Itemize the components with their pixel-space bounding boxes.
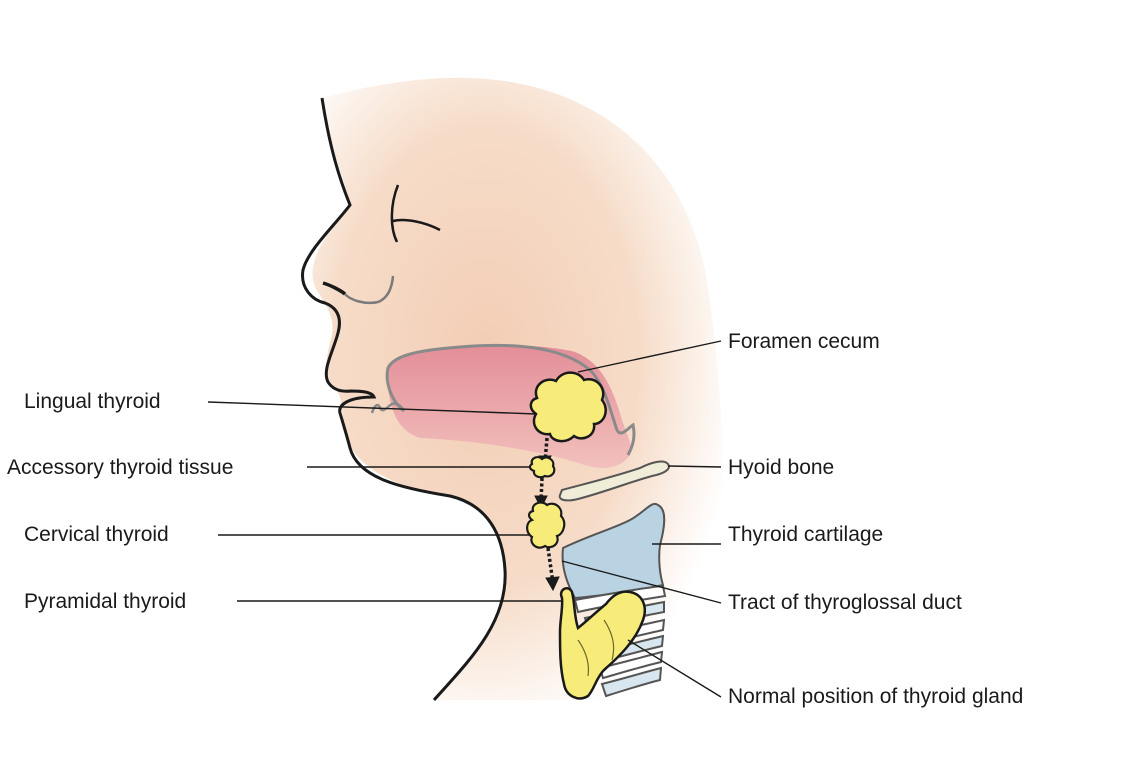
leader-normal-thyroid xyxy=(627,639,722,698)
thyroid-gland xyxy=(558,587,647,700)
closed-eye xyxy=(390,184,441,243)
label-normal-position-of-thyroid-gland: Normal position of thyroid gland xyxy=(728,685,1024,708)
label-tract-of-thyroglossal-duct: Tract of thyroglossal duct xyxy=(728,591,962,614)
face-profile-outline xyxy=(301,97,507,702)
label-cervical-thyroid: Cervical thyroid xyxy=(24,523,169,546)
tongue-palate-outline xyxy=(385,343,636,456)
hyoid-bone xyxy=(558,460,670,502)
label-thyroid-cartilage: Thyroid cartilage xyxy=(728,523,884,546)
label-foramen-cecum: Foramen cecum xyxy=(728,330,880,353)
nasolabial-crease xyxy=(344,275,395,305)
label-lingual-thyroid: Lingual thyroid xyxy=(24,390,161,413)
nostril xyxy=(322,281,347,296)
leader-thyroglossal-duct xyxy=(561,560,722,604)
label-hyoid-bone: Hyoid bone xyxy=(728,456,835,479)
leader-lingual-thyroid xyxy=(207,401,537,415)
label-accessory-thyroid-tissue: Accessory thyroid tissue xyxy=(7,456,234,479)
cervical-thyroid-mass xyxy=(526,501,566,549)
leader-foramen-cecum xyxy=(577,340,722,373)
leader-hyoid-bone xyxy=(667,465,722,468)
label-pyramidal-thyroid: Pyramidal thyroid xyxy=(24,590,187,613)
leader-lines xyxy=(207,340,722,698)
lingual-thyroid-mass xyxy=(529,371,607,443)
accessory-thyroid-mass xyxy=(528,456,556,479)
thyroid-cartilage xyxy=(561,502,666,600)
